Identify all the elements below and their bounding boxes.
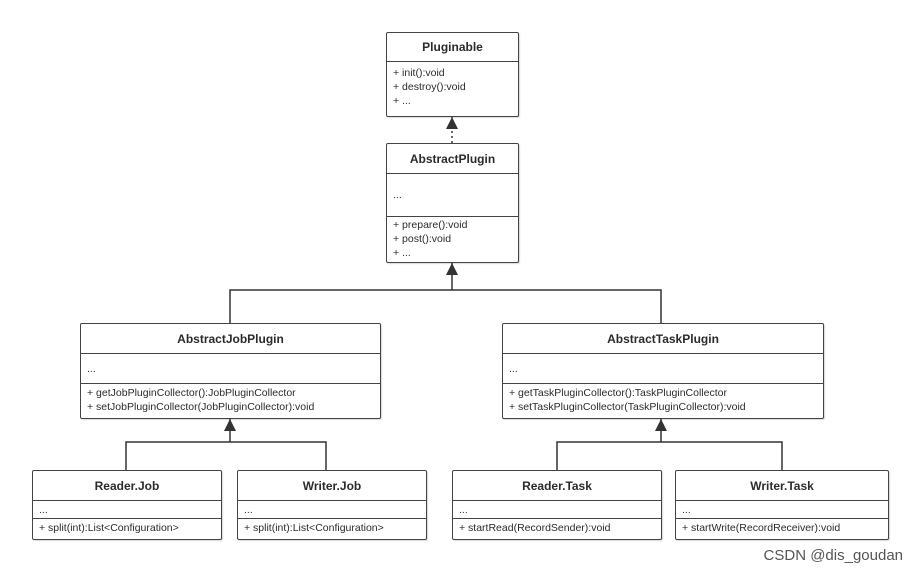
inheritance-edge: [556, 441, 783, 470]
operation: + getJobPluginCollector():JobPluginColle…: [87, 387, 296, 399]
class-attributes: ...: [503, 354, 823, 384]
operation: + post():void: [393, 233, 452, 245]
operation: + setTaskPluginCollector(TaskPluginColle…: [509, 401, 746, 413]
class-attributes: ...: [81, 354, 380, 384]
class-name: Writer.Job: [238, 471, 426, 501]
class-pluginable: Pluginable + init():void + destroy():voi…: [386, 32, 519, 117]
class-attributes: ...: [453, 501, 661, 519]
operation: + destroy():void: [393, 81, 466, 93]
class-abstract-plugin: AbstractPlugin ... + prepare():void + po…: [386, 143, 519, 263]
class-operations: + split(int):List<Configuration>: [238, 519, 426, 537]
class-operations: + startWrite(RecordReceiver):void: [676, 519, 888, 537]
class-operations: + getJobPluginCollector():JobPluginColle…: [81, 384, 380, 416]
operation: + init():void: [393, 67, 445, 79]
class-operations: + prepare():void + post():void + ...: [387, 217, 518, 262]
class-name: AbstractJobPlugin: [81, 324, 380, 354]
operation: + startRead(RecordSender):void: [459, 522, 611, 534]
operation: + split(int):List<Configuration>: [39, 522, 179, 534]
class-attributes: ...: [33, 501, 221, 519]
operation: + ...: [393, 247, 411, 259]
class-attributes: ...: [238, 501, 426, 519]
class-name: AbstractPlugin: [387, 144, 518, 174]
class-reader-task: Reader.Task ... + startRead(RecordSender…: [452, 470, 662, 540]
class-name: Writer.Task: [676, 471, 888, 501]
operation: + split(int):List<Configuration>: [244, 522, 384, 534]
operation: + getTaskPluginCollector():TaskPluginCol…: [509, 387, 727, 399]
class-name: Reader.Job: [33, 471, 221, 501]
class-reader-job: Reader.Job ... + split(int):List<Configu…: [32, 470, 222, 540]
class-name: AbstractTaskPlugin: [503, 324, 823, 354]
class-name: Pluginable: [387, 33, 518, 62]
class-name: Reader.Task: [453, 471, 661, 501]
class-writer-task: Writer.Task ... + startWrite(RecordRecei…: [675, 470, 889, 540]
class-attributes: ...: [676, 501, 888, 519]
class-attributes: ...: [387, 174, 518, 217]
operation: + ...: [393, 95, 411, 107]
class-operations: + getTaskPluginCollector():TaskPluginCol…: [503, 384, 823, 416]
class-operations: + init():void + destroy():void + ...: [387, 62, 518, 110]
class-writer-job: Writer.Job ... + split(int):List<Configu…: [237, 470, 427, 540]
operation: + prepare():void: [393, 219, 468, 231]
operation: + startWrite(RecordReceiver):void: [682, 522, 841, 534]
class-operations: + split(int):List<Configuration>: [33, 519, 221, 537]
operation: + setJobPluginCollector(JobPluginCollect…: [87, 401, 315, 413]
class-abstract-task-plugin: AbstractTaskPlugin ... + getTaskPluginCo…: [502, 323, 824, 419]
watermark: CSDN @dis_goudan: [763, 547, 903, 564]
inheritance-edge: [125, 441, 327, 470]
inheritance-edge: [229, 289, 662, 323]
class-abstract-job-plugin: AbstractJobPlugin ... + getJobPluginColl…: [80, 323, 381, 419]
class-operations: + startRead(RecordSender):void: [453, 519, 661, 537]
